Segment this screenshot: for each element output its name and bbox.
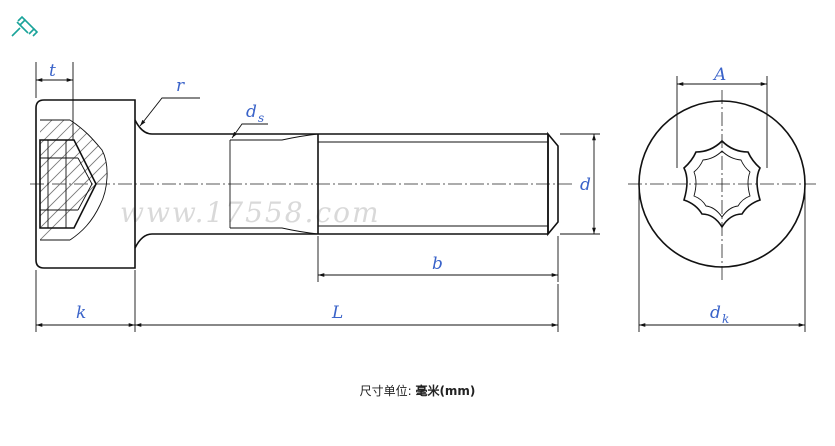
screw-head xyxy=(35,99,136,269)
label-b: b xyxy=(432,254,443,274)
dim-d: d xyxy=(560,133,600,235)
pushpin-icon[interactable] xyxy=(11,15,39,37)
end-view xyxy=(628,90,816,280)
watermark-text: www.17558.com xyxy=(120,196,381,229)
shank-top xyxy=(134,119,318,135)
dim-ds: d s xyxy=(231,102,268,139)
caption-prefix: 尺寸单位: xyxy=(359,384,412,398)
torx-socket-inner xyxy=(693,150,751,218)
dim-t: t xyxy=(35,61,74,140)
label-A: A xyxy=(712,65,726,85)
dim-A: A xyxy=(676,65,768,168)
dim-r: r xyxy=(139,76,200,127)
label-ds: d xyxy=(246,102,257,122)
label-ds-sub: s xyxy=(258,111,264,125)
label-dk: d xyxy=(710,303,721,323)
head-circle xyxy=(638,100,806,268)
torx-socket-outer xyxy=(683,139,761,229)
head-section-hatch xyxy=(40,119,108,241)
label-dk-sub: k xyxy=(722,312,729,326)
caption-unit: 毫米(mm) xyxy=(415,384,476,398)
dim-L: L xyxy=(135,284,559,332)
label-d: d xyxy=(580,175,591,195)
ds-transition-top xyxy=(230,133,319,141)
head-socket xyxy=(39,139,97,229)
unit-caption: 尺寸单位: 毫米(mm) xyxy=(0,382,835,399)
label-t: t xyxy=(49,61,56,81)
dim-dk: d k xyxy=(638,186,806,332)
label-r: r xyxy=(176,76,185,96)
dim-k: k xyxy=(35,270,136,332)
shank-bottom xyxy=(134,233,318,249)
label-k: k xyxy=(76,303,86,323)
ds-transition-bottom xyxy=(230,227,319,235)
label-L: L xyxy=(331,303,343,323)
dim-b: b xyxy=(317,236,559,282)
